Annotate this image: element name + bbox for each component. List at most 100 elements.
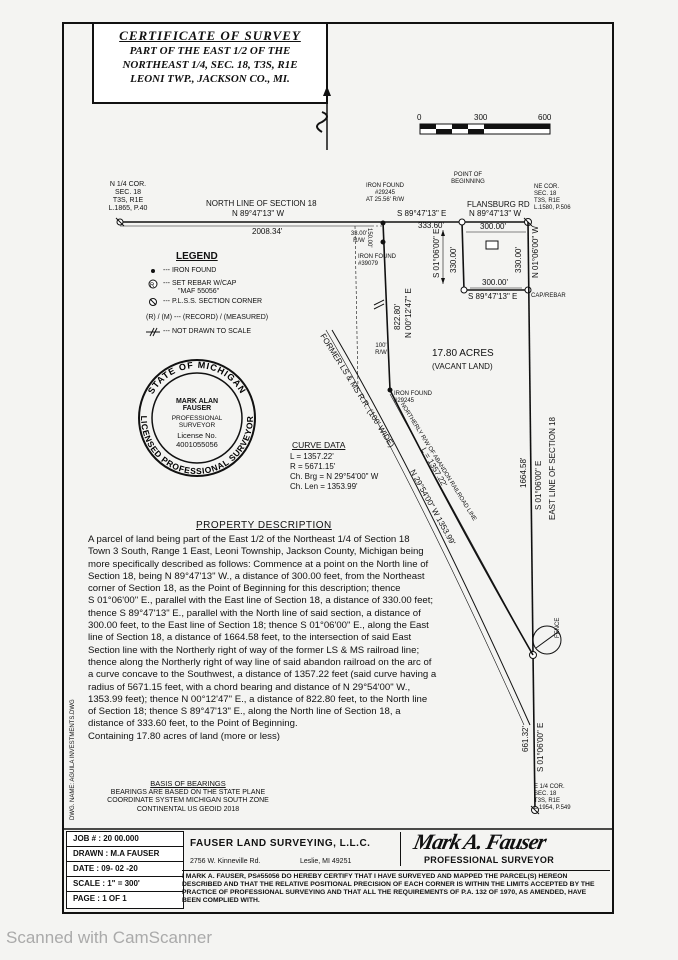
- acreage: 17.80 ACRES: [432, 348, 494, 359]
- property-description: A parcel of land being part of the East …: [88, 534, 483, 743]
- job-number: JOB # : 20 00.000: [67, 832, 183, 847]
- desc-line: Containing 17.80 acres of land (more or …: [88, 730, 280, 742]
- vacant-land: (VACANT LAND): [432, 362, 493, 371]
- desc-line: line of Section 18, a distance of 1664.5…: [88, 632, 412, 644]
- rw-33: 33.00' R/W: [350, 231, 368, 244]
- drawing-scale: SCALE : 1" = 300': [67, 877, 183, 892]
- title-box: CERTIFICATE OF SURVEY PART OF THE EAST 1…: [92, 22, 328, 104]
- firm-address-2: Leslie, MI 49251: [300, 858, 352, 865]
- scale-bar: [419, 123, 551, 135]
- rw-100: 100' R/W: [375, 343, 387, 356]
- basis-of-bearings: BASIS OF BEARINGS BEARINGS ARE BASED ON …: [96, 779, 280, 814]
- bearing-left-box: S 01°06'00" E: [432, 228, 441, 278]
- desc-line: more specifically described as follows: …: [88, 558, 429, 570]
- desc-line: thence along the Northerly right of way …: [88, 656, 432, 668]
- title-block-info: JOB # : 20 00.000 DRAWN : M.A FAUSER DAT…: [66, 831, 184, 909]
- seal-center: MARK ALAN FAUSER PROFESSIONAL SURVEYOR L…: [157, 398, 237, 449]
- bearings-line-2: COORDINATE SYSTEM MICHIGAN SOUTH ZONE: [107, 797, 269, 804]
- distance-2008: 2008.34': [252, 227, 283, 236]
- point-of-beginning: POINT OF BEGINNING: [451, 172, 485, 185]
- distance-1664: 1664.58': [519, 457, 528, 488]
- distance-661: 661.32': [521, 726, 530, 752]
- certificate-heading: CERTIFICATE OF SURVEY: [119, 28, 301, 43]
- fence-label: FENCE: [555, 617, 561, 638]
- legend-not-to-scale: --- NOT DRAWN TO SCALE: [163, 328, 252, 335]
- seal-license-number: 4001055056: [176, 440, 218, 449]
- firm-name: FAUSER LAND SURVEYING, L.L.C.: [190, 838, 371, 849]
- distance-330-left: 330.00': [449, 247, 458, 273]
- distance-822: 822.80': [393, 304, 402, 330]
- legend-set-rebar: --- SET REBAR W/CAP: [163, 280, 237, 287]
- iron-found-low: IRON FOUND #29245: [394, 391, 432, 404]
- scale-label-300: 300: [474, 113, 488, 122]
- bearings-title: BASIS OF BEARINGS: [150, 779, 226, 788]
- legend-maf: "MAF 55056": [178, 288, 220, 295]
- bearing-north-top: N 89°47'13" W: [469, 209, 522, 218]
- camscanner-watermark: Scanned with CamScanner: [6, 928, 213, 947]
- iron-found-mid: IRON FOUND #39079: [358, 254, 396, 267]
- seal-name-1: MARK ALAN: [175, 398, 219, 405]
- bearing-1664: S 01°06'00" E: [534, 460, 543, 510]
- bearing-822: N 00°12'47" E: [404, 288, 413, 338]
- distance-300-top: 300.00': [480, 222, 506, 231]
- flansburg-road: FLANSBURG RD: [467, 200, 530, 209]
- railroad-north-row: [389, 389, 534, 656]
- seal-ring-top: STATE OF MICHIGAN: [146, 360, 247, 396]
- svg-text:R: R: [150, 283, 155, 289]
- title-line-1: PART OF THE EAST 1/2 OF THE: [129, 45, 291, 57]
- certification-statement: I MARK A. FAUSER, PS#55056 DO HEREBY CER…: [182, 873, 595, 904]
- desc-line: distance of 333.60 feet, to the Point of…: [88, 718, 298, 730]
- drawing-name: DWG. NAME: AGUILA INVESTMENTS.DWG: [70, 699, 76, 820]
- west-boundary-line: [382, 221, 391, 391]
- iron-found-top: IRON FOUND #29245 AT 25.56' R/W: [365, 183, 405, 203]
- chord-line: [389, 393, 531, 651]
- curve-radius: R = 5671.15': [290, 462, 336, 471]
- surveyor-seal: [138, 359, 256, 477]
- railroad-south-row: [331, 329, 531, 726]
- survey-date: DATE : 09- 02 -20: [67, 862, 183, 877]
- title-line-3: LEONI TWP., JACKSON CO., MI.: [130, 73, 290, 85]
- north-line-bearing: N 89°47'13" W: [232, 209, 285, 218]
- desc-line: a curve concave to the Southwest, a dist…: [88, 669, 437, 681]
- professional-surveyor-label: PROFESSIONAL SURVEYOR: [424, 855, 554, 865]
- distance-300-bottom: 300.00': [482, 278, 508, 287]
- curve-chord-length: Ch. Len = 1353.99': [290, 482, 358, 491]
- fence-symbol: [532, 625, 562, 655]
- north-line-label: NORTH LINE OF SECTION 18: [206, 199, 317, 208]
- desc-line: of Section 18; thence S 89°47'13" E., al…: [88, 706, 401, 718]
- legend-record-measured: (R) / (M) --- (RECORD) / (MEASURED): [146, 314, 269, 321]
- bearing-right-box: N 01°06'00" W: [531, 225, 540, 278]
- n-quarter-corner-label: N 1/4 COR. SEC. 18 T3S, R1E L.1865, P.40: [108, 181, 148, 212]
- scale-label-0: 0: [417, 113, 422, 122]
- seal-license-label: License No.: [177, 431, 217, 440]
- survey-frame: [62, 22, 614, 914]
- desc-line: A parcel of land being part of the East …: [88, 534, 410, 545]
- seal-role-2: SURVEYOR: [178, 422, 216, 429]
- bearings-line-3: CONTINENTAL US GEOID 2018: [136, 805, 240, 813]
- cert-divider: [182, 870, 610, 871]
- page-number: PAGE : 1 OF 1: [73, 894, 127, 903]
- seal-name-2: FAUSER: [182, 405, 212, 412]
- legend-section-corner: --- P.L.S.S. SECTION CORNER: [163, 298, 263, 305]
- firm-address-1: 2756 W. Kinneville Rd.: [190, 858, 261, 865]
- property-description-title: PROPERTY DESCRIPTION: [196, 520, 332, 531]
- east-line-label: EAST LINE OF SECTION 18: [548, 417, 557, 520]
- desc-line: 300.00 feet, to the East line of Section…: [88, 620, 429, 632]
- excluded-parcel-west: [461, 221, 465, 291]
- desc-line: Section 18, being N 89°47'13" W., a dist…: [88, 570, 425, 582]
- distance-330-right: 330.00': [514, 247, 523, 273]
- desc-line: S 01°06'00" E., parallel with the East l…: [88, 595, 434, 607]
- curve-chord-bearing: Ch. Brg = N 29°54'00" W: [290, 472, 379, 481]
- legend-iron-found: --- IRON FOUND: [163, 267, 217, 274]
- surveyor-signature: Mark A. Fauser: [411, 829, 549, 854]
- seal-role-1: PROFESSIONAL: [171, 415, 223, 422]
- bearings-line-1: BEARINGS ARE BASED ON THE STATE PLANE: [110, 788, 266, 796]
- title-line-2: NORTHEAST 1/4, SEC. 18, T3S, R1E: [122, 59, 298, 71]
- desc-line: Section line with the Northerly right of…: [88, 644, 420, 656]
- distance-150: 150.00': [366, 228, 372, 248]
- desc-line: corner of Section 18, as the Point of Be…: [88, 583, 401, 595]
- desc-line: radius of 5671.15 feet, with a chord bea…: [88, 681, 411, 693]
- distance-333: 333.60': [418, 221, 444, 230]
